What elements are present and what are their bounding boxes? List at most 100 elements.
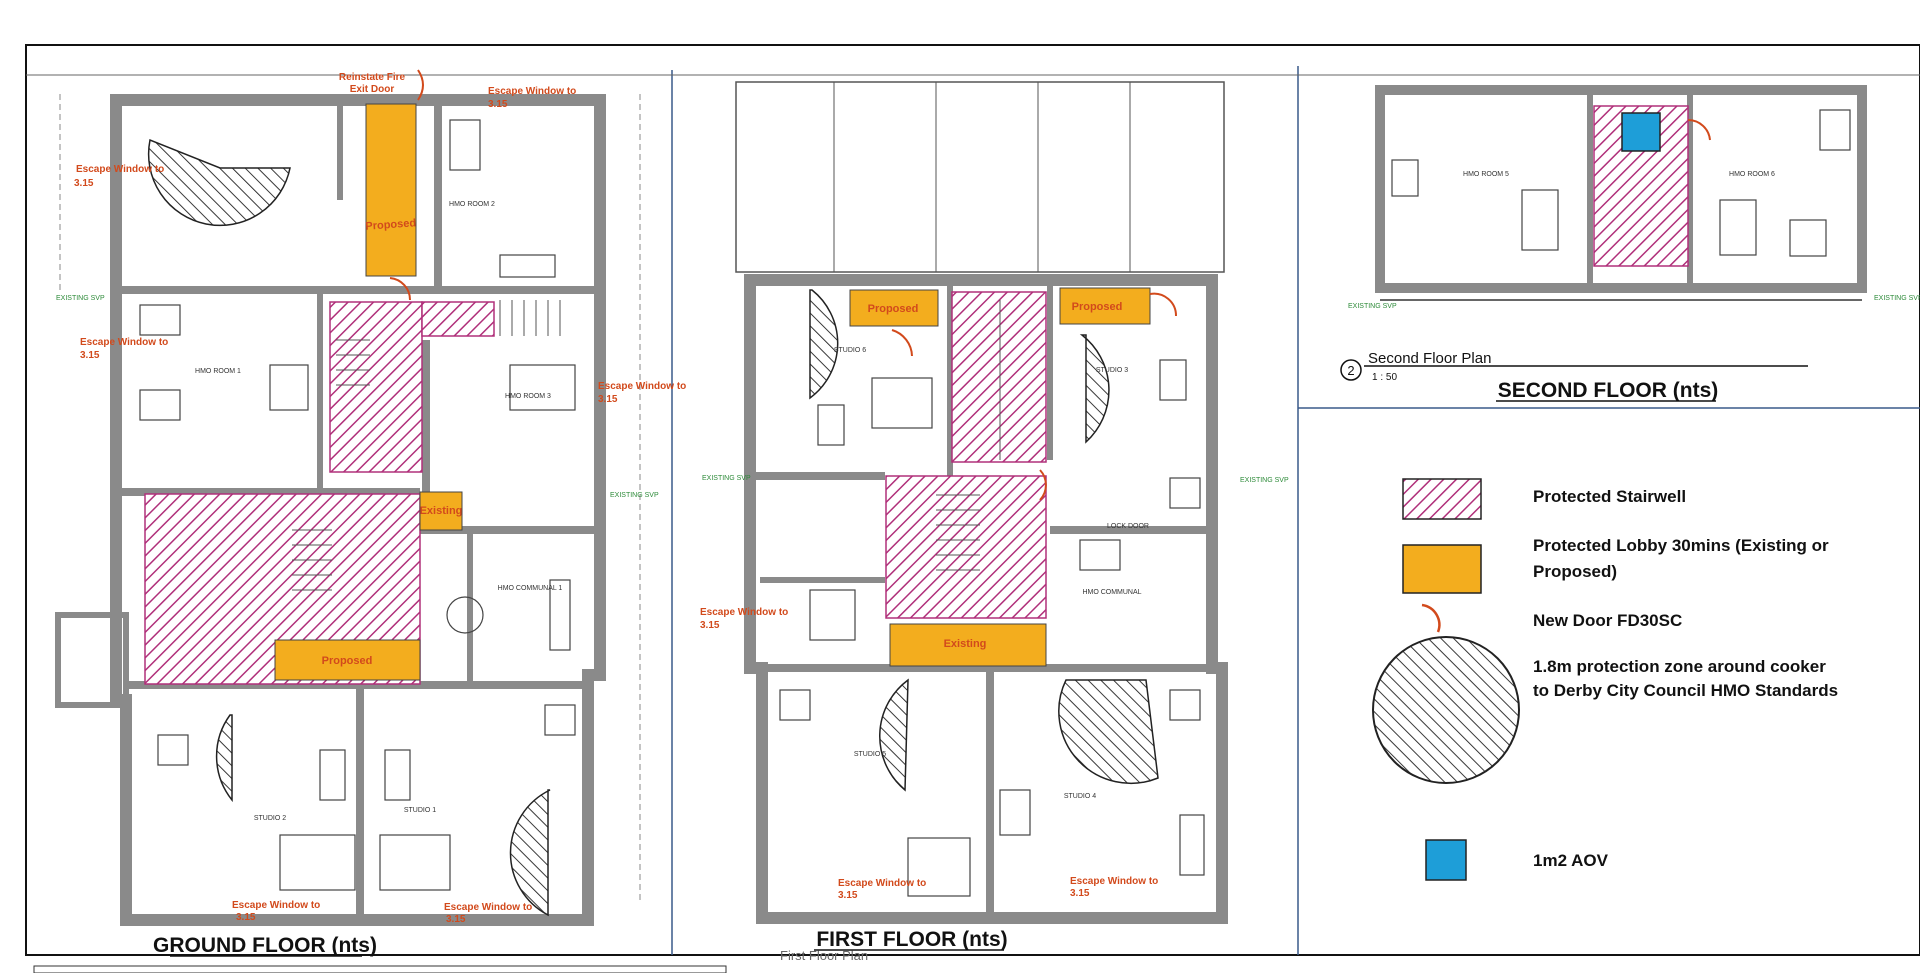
legend-swatch-door bbox=[1421, 603, 1441, 633]
room-label: STUDIO 3 bbox=[1096, 367, 1128, 374]
gf-lobby-proposed-bottom bbox=[274, 639, 421, 681]
ff-proposed-label-left: Proposed bbox=[868, 303, 919, 315]
ff-lobby-existing bbox=[889, 623, 1047, 667]
escape-window-ref: 3.15 bbox=[446, 914, 466, 925]
new-door-symbol bbox=[891, 329, 913, 357]
gf-proposed-label-top: Proposed bbox=[365, 217, 416, 233]
escape-window-label: Escape Window to bbox=[232, 900, 320, 911]
escape-window-label: Escape Window to bbox=[838, 878, 926, 889]
new-door-symbol bbox=[1039, 469, 1047, 501]
plan-number-bubble bbox=[1340, 359, 1362, 381]
room-label: STUDIO 1 bbox=[404, 807, 436, 814]
gf-stair-treads bbox=[292, 300, 561, 591]
sf-aov bbox=[1621, 112, 1661, 152]
gf-existing-label: Existing bbox=[420, 505, 463, 517]
first-floor-plan-caption: First Floor Plan bbox=[780, 948, 868, 963]
legend-swatch-cooker bbox=[1372, 636, 1520, 784]
gf-lobby-existing bbox=[419, 491, 463, 531]
escape-window-ref: 3.15 bbox=[80, 350, 100, 361]
room-label: HMO COMMUNAL 1 bbox=[498, 585, 563, 592]
room-label: HMO ROOM 3 bbox=[505, 393, 551, 400]
drawing-frame bbox=[25, 44, 1920, 956]
room-label: HMO COMMUNAL bbox=[1082, 589, 1141, 596]
gf-furniture bbox=[139, 119, 576, 891]
ff-stair-treads bbox=[936, 300, 1001, 571]
ff-proposed-label-right: Proposed bbox=[1072, 301, 1123, 313]
ff-roof-outline bbox=[735, 81, 1225, 273]
room-label: STUDIO 2 bbox=[254, 815, 286, 822]
escape-window-ref: 3.15 bbox=[74, 178, 94, 189]
legend-swatch-aov bbox=[1425, 839, 1467, 881]
escape-window-ref: 3.15 bbox=[700, 620, 720, 631]
room-label: LOCK DOOR bbox=[1107, 523, 1149, 530]
escape-window-label: Escape Window to bbox=[488, 86, 576, 97]
existing-svp-label: EXISTING SVP bbox=[1348, 303, 1397, 310]
plan-name: Second Floor Plan bbox=[1368, 350, 1491, 367]
gf-stairwell-upper bbox=[329, 301, 423, 473]
ff-furniture bbox=[779, 359, 1205, 897]
room-label: HMO ROOM 1 bbox=[195, 368, 241, 375]
room-label: HMO ROOM 5 bbox=[1463, 171, 1509, 178]
escape-window-label: Escape Window to bbox=[598, 381, 686, 392]
legend-swatch-lobby bbox=[1402, 544, 1482, 594]
escape-window-ref: 3.15 bbox=[236, 912, 256, 923]
escape-window-label: Escape Window to bbox=[1070, 876, 1158, 887]
ground-floor-title: GROUND FLOOR (nts) bbox=[153, 934, 377, 957]
ff-cooker-zone bbox=[809, 289, 839, 400]
ff-existing-label: Existing bbox=[944, 638, 987, 650]
escape-window-label: Escape Window to bbox=[76, 164, 164, 175]
gf-cooker-zone bbox=[509, 789, 551, 917]
gf-lobby-proposed-top bbox=[365, 103, 417, 277]
ff-stairwell-lower bbox=[885, 475, 1047, 619]
legend-swatch-stairwell bbox=[1402, 478, 1482, 520]
gf-cooker-zone bbox=[147, 138, 291, 227]
room-label: STUDIO 5 bbox=[854, 751, 886, 758]
gf-proposed-label-bottom: Proposed bbox=[322, 655, 373, 667]
escape-window-ref: 3.15 bbox=[838, 890, 858, 901]
first-outer-wall bbox=[744, 274, 1228, 924]
new-door-symbol bbox=[389, 277, 412, 301]
gf-stairwell-upper-right bbox=[421, 301, 495, 337]
legend-label-lobby: Protected Lobby 30mins (Existing or bbox=[1533, 536, 1829, 555]
legend-label-aov: 1m2 AOV bbox=[1533, 851, 1609, 870]
second-outer-wall bbox=[1375, 85, 1867, 293]
first-floor-title: FIRST FLOOR (nts) bbox=[816, 928, 1007, 951]
gf-cooker-zone bbox=[215, 714, 233, 803]
sf-furniture bbox=[1391, 109, 1851, 257]
new-door-symbol bbox=[417, 69, 424, 101]
gf-side-porch bbox=[55, 612, 129, 708]
legend-label-cooker: to Derby City Council HMO Standards bbox=[1533, 681, 1838, 700]
room-label: STUDIO 6 bbox=[834, 347, 866, 354]
ff-cooker-zone bbox=[879, 678, 909, 792]
second-floor-plan: HMO ROOM 5 HMO ROOM 6 EXISTING SVP EXIST… bbox=[1340, 85, 1920, 402]
legend-label-lobby: Proposed) bbox=[1533, 562, 1617, 581]
escape-window-label: Escape Window to bbox=[80, 337, 168, 348]
room-label: HMO ROOM 2 bbox=[449, 201, 495, 208]
escape-window-label: Escape Window to bbox=[700, 607, 788, 618]
ff-cooker-zone bbox=[1058, 679, 1159, 785]
escape-window-ref: 3.15 bbox=[598, 394, 618, 405]
escape-window-label: Escape Window to bbox=[444, 902, 532, 913]
existing-svp-label: EXISTING SVP bbox=[56, 295, 105, 302]
bottom-caption-box bbox=[33, 965, 727, 973]
room-label: HMO ROOM 6 bbox=[1729, 171, 1775, 178]
second-floor-title: SECOND FLOOR (nts) bbox=[1498, 379, 1719, 402]
ff-lobby-proposed-right bbox=[1059, 287, 1151, 325]
legend-label-door: New Door FD30SC bbox=[1533, 611, 1682, 630]
ff-stairwell-upper bbox=[951, 291, 1047, 463]
legend-label-stairwell: Protected Stairwell bbox=[1533, 487, 1686, 506]
room-label: STUDIO 4 bbox=[1064, 793, 1096, 800]
existing-svp-label: EXISTING SVP bbox=[702, 475, 751, 482]
legend-label-cooker: 1.8m protection zone around cooker bbox=[1533, 657, 1826, 676]
ff-roof-panels bbox=[833, 82, 1131, 272]
new-door-symbol bbox=[1687, 118, 1711, 141]
first-floor-plan: Proposed Proposed Existing Escape Window… bbox=[700, 81, 1289, 963]
escape-window-ref: 3.15 bbox=[488, 99, 508, 110]
ff-cooker-zone bbox=[1079, 334, 1110, 444]
plan-number: 2 bbox=[1347, 363, 1354, 378]
ground-floor-plan: Proposed Existing Proposed Reinstate Fir… bbox=[55, 69, 686, 957]
existing-svp-label: EXISTING SVP bbox=[1240, 477, 1289, 484]
existing-svp-label: EXISTING SVP bbox=[610, 492, 659, 499]
reinstate-fire-exit-label: Reinstate Fire bbox=[339, 72, 406, 83]
